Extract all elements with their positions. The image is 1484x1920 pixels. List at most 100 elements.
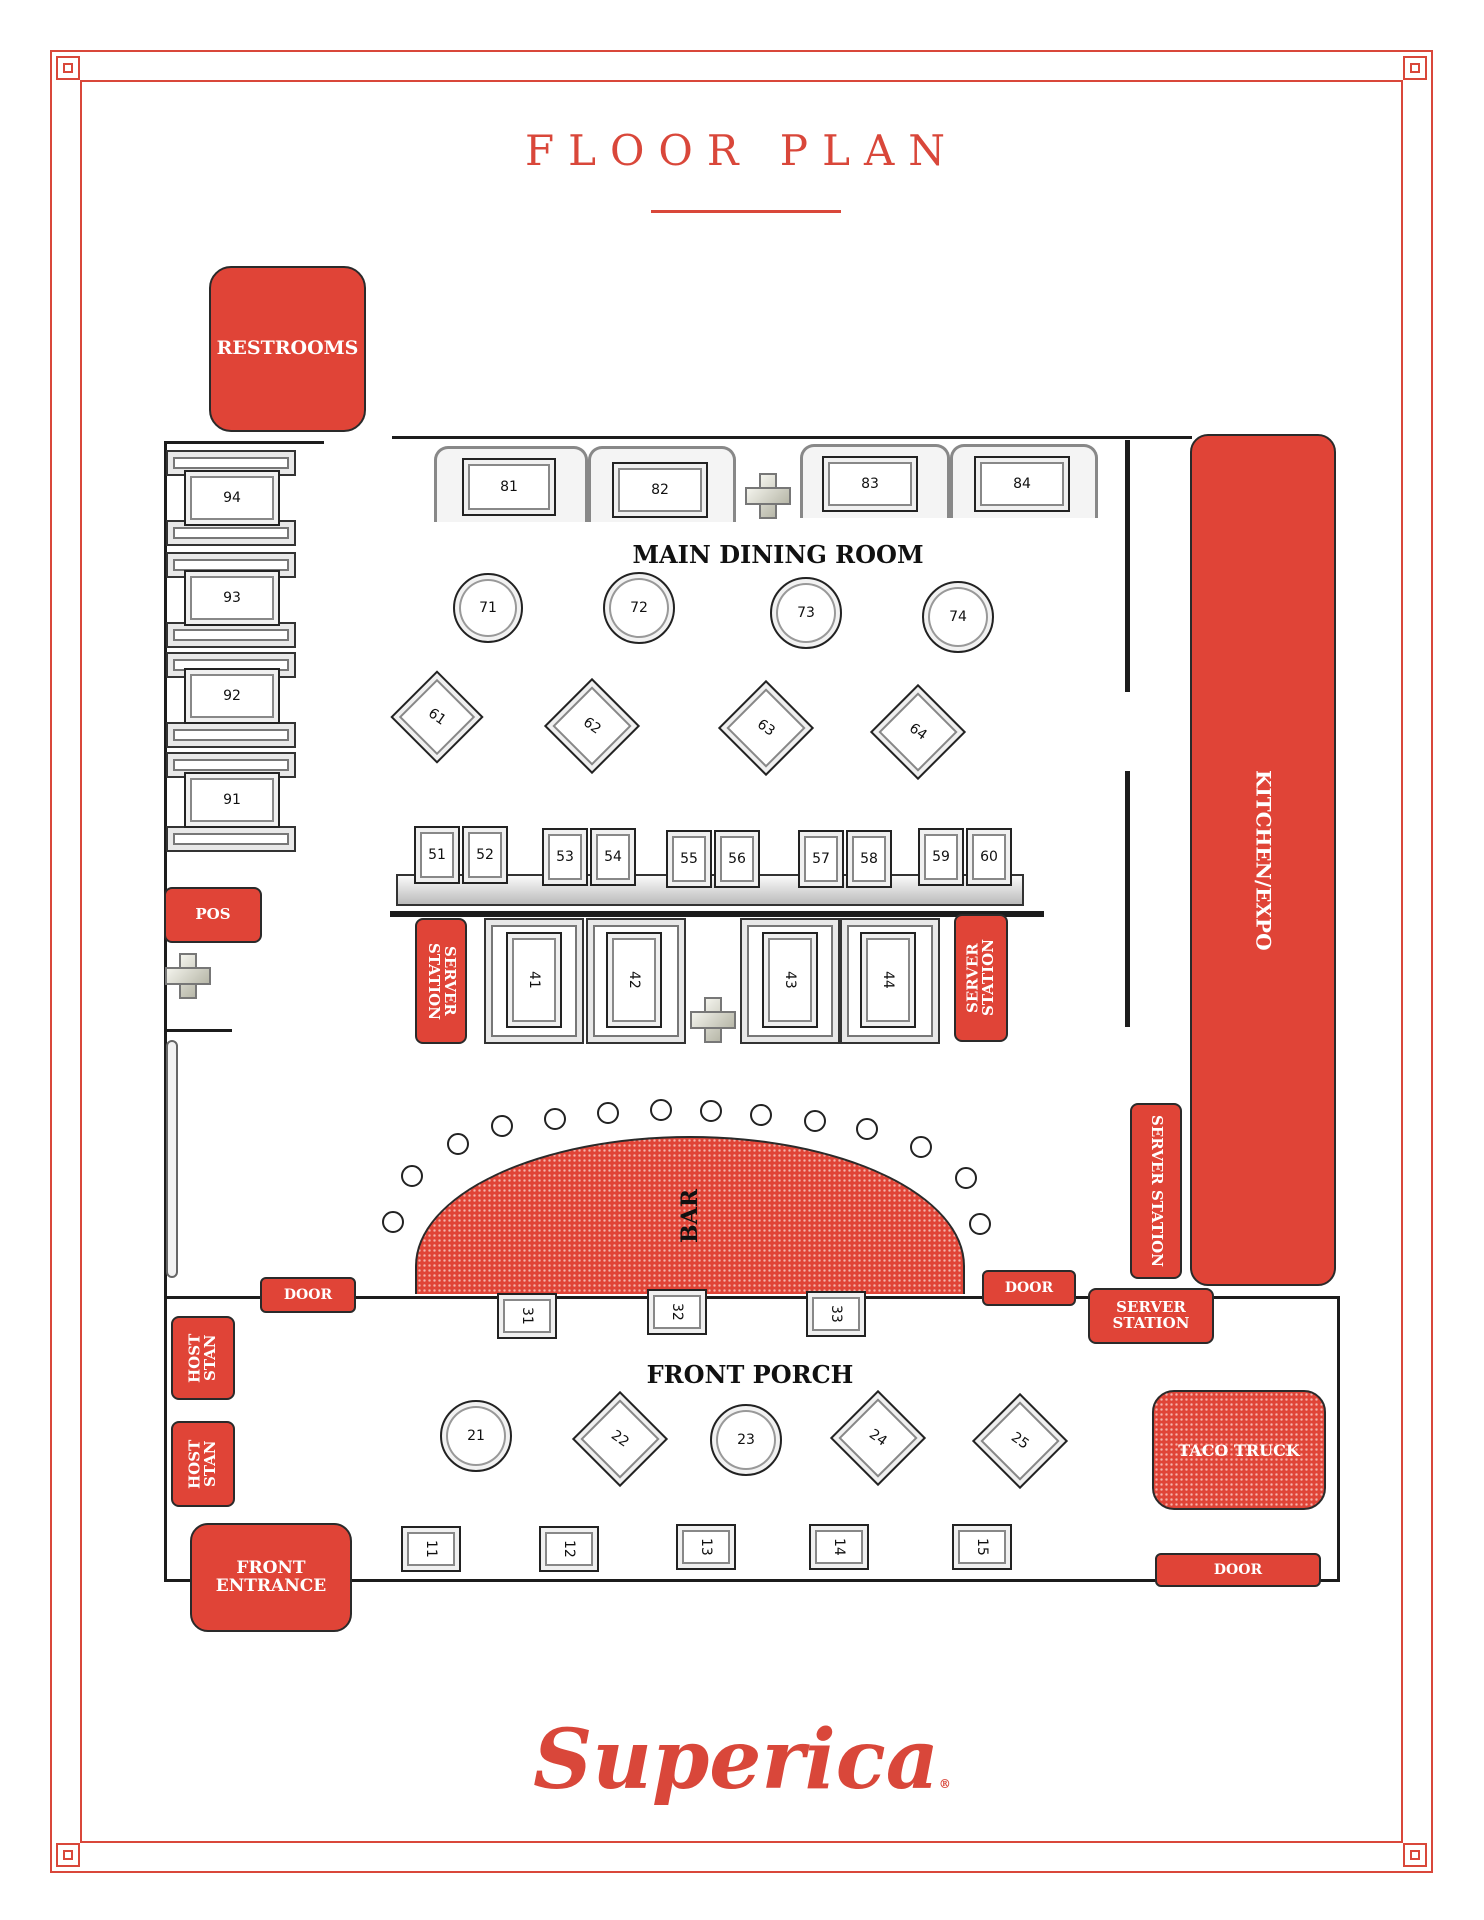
table-43[interactable]: 43: [762, 932, 818, 1028]
table-60[interactable]: 60: [966, 828, 1012, 886]
front-entrance[interactable]: FRONT ENTRANCE: [190, 1523, 352, 1632]
corner-ornament: [1403, 1843, 1427, 1867]
table-23[interactable]: 23: [710, 1404, 782, 1476]
table-14[interactable]: 14: [809, 1524, 869, 1570]
table-57[interactable]: 57: [798, 830, 844, 888]
table-72[interactable]: 72: [603, 572, 675, 644]
divider-wall: [390, 911, 1044, 917]
restrooms[interactable]: RESTROOMS: [209, 266, 366, 432]
table-53[interactable]: 53: [542, 828, 588, 886]
bar-stool: [700, 1100, 722, 1122]
door[interactable]: DOOR: [982, 1270, 1076, 1306]
server-station[interactable]: SERVER STATION: [1088, 1288, 1214, 1344]
bar-label: BAR: [677, 1189, 703, 1243]
booth-seat: [166, 722, 296, 748]
table-51[interactable]: 51: [414, 826, 460, 884]
front-porch-label: FRONT PORCH: [646, 1360, 854, 1389]
bar-stool: [650, 1099, 672, 1121]
host-stand[interactable]: HOST STAN: [171, 1421, 235, 1507]
bench: [166, 1040, 178, 1278]
door[interactable]: DOOR: [1155, 1553, 1321, 1587]
table-84[interactable]: 84: [974, 456, 1070, 512]
table-56[interactable]: 56: [714, 830, 760, 888]
corner-ornament: [1403, 56, 1427, 80]
bar-stool: [750, 1104, 772, 1126]
table-91[interactable]: 91: [184, 772, 280, 828]
registered-mark: ®: [938, 1777, 951, 1791]
host-stand[interactable]: HOST STAN: [171, 1316, 235, 1400]
table-13[interactable]: 13: [676, 1524, 736, 1570]
main-dining-room-label: MAIN DINING ROOM: [632, 540, 924, 569]
pos-station[interactable]: POS: [164, 887, 262, 943]
title-underline: [651, 210, 841, 213]
wall: [164, 1296, 1339, 1299]
bar-stool: [382, 1211, 404, 1233]
table-82[interactable]: 82: [612, 462, 708, 518]
table-59[interactable]: 59: [918, 828, 964, 886]
table-31[interactable]: 31: [497, 1293, 557, 1339]
table-52[interactable]: 52: [462, 826, 508, 884]
outer-border: [50, 50, 1433, 1873]
kitchen-expo[interactable]: KITCHEN/EXPO: [1190, 434, 1336, 1286]
corner-ornament: [56, 56, 80, 80]
bar-stool: [597, 1102, 619, 1124]
bar-stool: [447, 1133, 469, 1155]
table-number: 24: [866, 1426, 890, 1450]
page-title: FLOOR PLAN: [524, 126, 960, 175]
table-15[interactable]: 15: [952, 1524, 1012, 1570]
table-number: 61: [425, 705, 449, 729]
wall: [164, 441, 324, 444]
pillar-icon: [690, 997, 736, 1043]
table-44[interactable]: 44: [860, 932, 916, 1028]
wall: [164, 1579, 1339, 1582]
wall: [164, 1029, 232, 1032]
server-station[interactable]: SERVER STATION: [1130, 1103, 1182, 1279]
table-number: 64: [906, 720, 930, 744]
table-42[interactable]: 42: [606, 932, 662, 1028]
brand-logo: Superica®: [0, 1712, 1484, 1808]
table-58[interactable]: 58: [846, 830, 892, 888]
table-55[interactable]: 55: [666, 830, 712, 888]
door[interactable]: DOOR: [260, 1277, 356, 1313]
table-number: 25: [1008, 1429, 1032, 1453]
table-92[interactable]: 92: [184, 668, 280, 724]
table-71[interactable]: 71: [453, 573, 523, 643]
table-83[interactable]: 83: [822, 456, 918, 512]
bar-stool: [804, 1110, 826, 1132]
pillar-icon: [745, 473, 791, 519]
table-32[interactable]: 32: [647, 1289, 707, 1335]
bar-stool: [955, 1167, 977, 1189]
table-81[interactable]: 81: [462, 458, 556, 516]
partition-wall: [1125, 771, 1130, 1027]
table-54[interactable]: 54: [590, 828, 636, 886]
bar-stool: [910, 1136, 932, 1158]
bar-stool: [491, 1115, 513, 1137]
booth-seat: [166, 826, 296, 852]
brand-name: Superica: [533, 1712, 939, 1808]
bar-stool: [856, 1118, 878, 1140]
table-21[interactable]: 21: [440, 1400, 512, 1472]
table-12[interactable]: 12: [539, 1526, 599, 1572]
table-number: 63: [754, 716, 778, 740]
table-74[interactable]: 74: [922, 581, 994, 653]
table-73[interactable]: 73: [770, 577, 842, 649]
taco-truck[interactable]: TACO TRUCK: [1152, 1390, 1326, 1510]
table-41[interactable]: 41: [506, 932, 562, 1028]
table-11[interactable]: 11: [401, 1526, 461, 1572]
inner-border: [80, 80, 1403, 1843]
wall: [164, 441, 167, 1581]
bar-stool: [544, 1108, 566, 1130]
server-station[interactable]: SERVER STATION: [415, 918, 467, 1044]
bar-stool: [401, 1165, 423, 1187]
bar-stool: [969, 1213, 991, 1235]
table-33[interactable]: 33: [806, 1291, 866, 1337]
table-number: 22: [608, 1427, 632, 1451]
pillar-icon: [165, 953, 211, 999]
server-station[interactable]: SERVER STATION: [954, 914, 1008, 1042]
wall: [392, 436, 1192, 439]
wall: [1337, 1296, 1340, 1582]
table-93[interactable]: 93: [184, 570, 280, 626]
table-94[interactable]: 94: [184, 470, 280, 526]
table-number: 62: [580, 714, 604, 738]
corner-ornament: [56, 1843, 80, 1867]
